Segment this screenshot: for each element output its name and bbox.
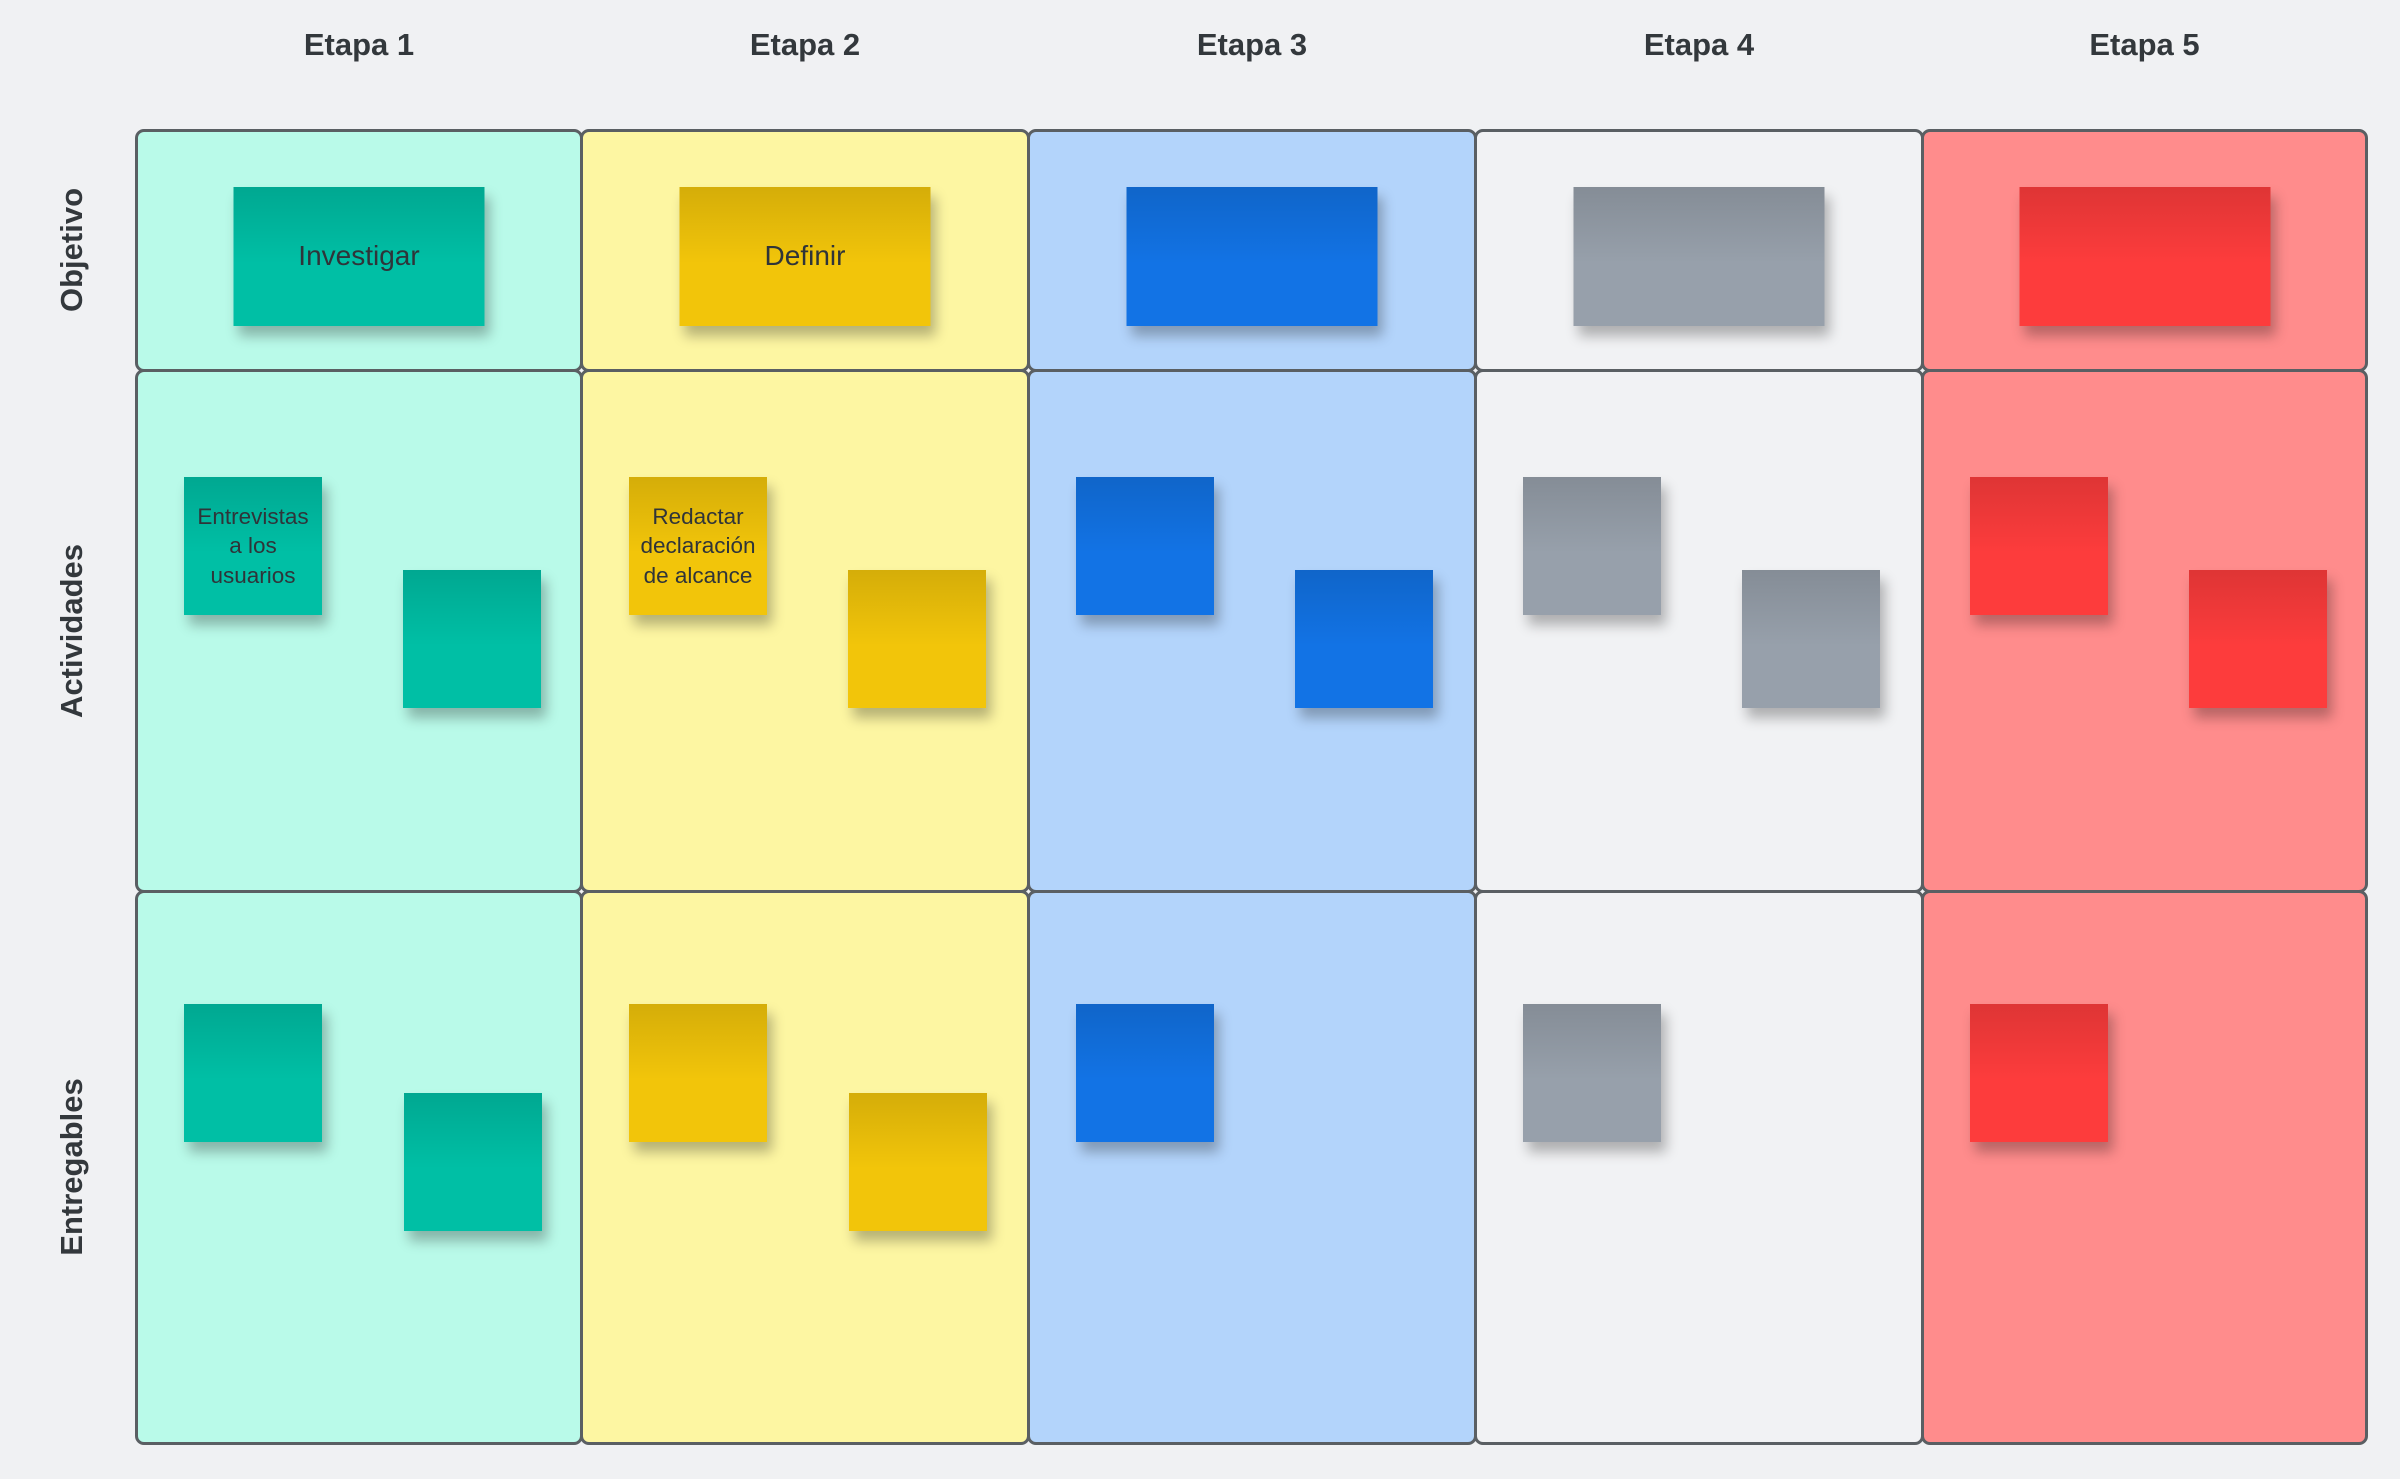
sticky-note-objetivo-etapa-3[interactable] [1126,187,1378,326]
cell-entregables-etapa-3[interactable] [1027,890,1477,1445]
sticky-note-actividades-etapa-1-a[interactable]: Entrevistas a los usuarios [184,477,322,615]
cell-actividades-etapa-5[interactable] [1921,369,2368,893]
row-label-entregables[interactable]: Entregables [54,1078,89,1256]
sticky-note-actividades-etapa-2-a[interactable]: Redactar declaración de alcance [629,477,767,615]
sticky-note-entregables-etapa-1-a[interactable] [184,1004,322,1142]
cell-entregables-etapa-1[interactable] [135,890,583,1445]
sticky-note-actividades-etapa-3-a[interactable] [1076,477,1214,615]
row-label-actividades[interactable]: Actividades [54,543,89,719]
cell-entregables-etapa-4[interactable] [1474,890,1924,1445]
sticky-note-entregables-etapa-5-a[interactable] [1970,1004,2108,1142]
sticky-note-entregables-etapa-1-b[interactable] [404,1093,542,1231]
row-label-objetivo[interactable]: Objetivo [54,187,89,313]
cell-actividades-etapa-1[interactable]: Entrevistas a los usuarios [135,369,583,893]
column-header-etapa-2[interactable]: Etapa 2 [749,27,861,62]
sticky-note-actividades-etapa-1-b[interactable] [403,570,541,708]
sticky-note-actividades-etapa-4-b[interactable] [1742,570,1880,708]
cell-entregables-etapa-5[interactable] [1921,890,2368,1445]
cell-objetivo-etapa-4[interactable] [1474,129,1924,372]
sticky-note-objetivo-etapa-1[interactable]: Investigar [233,187,485,326]
sticky-note-actividades-etapa-3-b[interactable] [1295,570,1433,708]
sticky-note-text: Entrevistas a los usuarios [197,504,309,588]
sticky-note-objetivo-etapa-4[interactable] [1573,187,1825,326]
sticky-note-actividades-etapa-5-b[interactable] [2189,570,2327,708]
sticky-note-entregables-etapa-4-a[interactable] [1523,1004,1661,1142]
sticky-note-objetivo-etapa-2[interactable]: Definir [679,187,931,326]
sticky-note-entregables-etapa-2-a[interactable] [629,1004,767,1142]
cell-entregables-etapa-2[interactable] [580,890,1030,1445]
cell-objetivo-etapa-3[interactable] [1027,129,1477,372]
sticky-note-entregables-etapa-2-b[interactable] [849,1093,987,1231]
sticky-note-text: Definir [764,240,846,272]
cell-actividades-etapa-3[interactable] [1027,369,1477,893]
cell-actividades-etapa-4[interactable] [1474,369,1924,893]
cell-actividades-etapa-2[interactable]: Redactar declaración de alcance [580,369,1030,893]
column-header-etapa-1[interactable]: Etapa 1 [303,27,415,62]
sticky-note-actividades-etapa-4-a[interactable] [1523,477,1661,615]
sticky-note-text: Investigar [298,240,420,272]
sticky-note-entregables-etapa-3-a[interactable] [1076,1004,1214,1142]
sticky-note-objetivo-etapa-5[interactable] [2019,187,2270,326]
cell-objetivo-etapa-1[interactable]: Investigar [135,129,583,372]
sticky-note-actividades-etapa-5-a[interactable] [1970,477,2108,615]
cell-objetivo-etapa-2[interactable]: Definir [580,129,1030,372]
cell-objetivo-etapa-5[interactable] [1921,129,2368,372]
column-header-etapa-4[interactable]: Etapa 4 [1643,27,1755,62]
sticky-note-text: Redactar declaración de alcance [640,504,756,588]
sticky-note-actividades-etapa-2-b[interactable] [848,570,986,708]
column-header-etapa-3[interactable]: Etapa 3 [1196,27,1308,62]
column-header-etapa-5[interactable]: Etapa 5 [2089,27,2200,62]
